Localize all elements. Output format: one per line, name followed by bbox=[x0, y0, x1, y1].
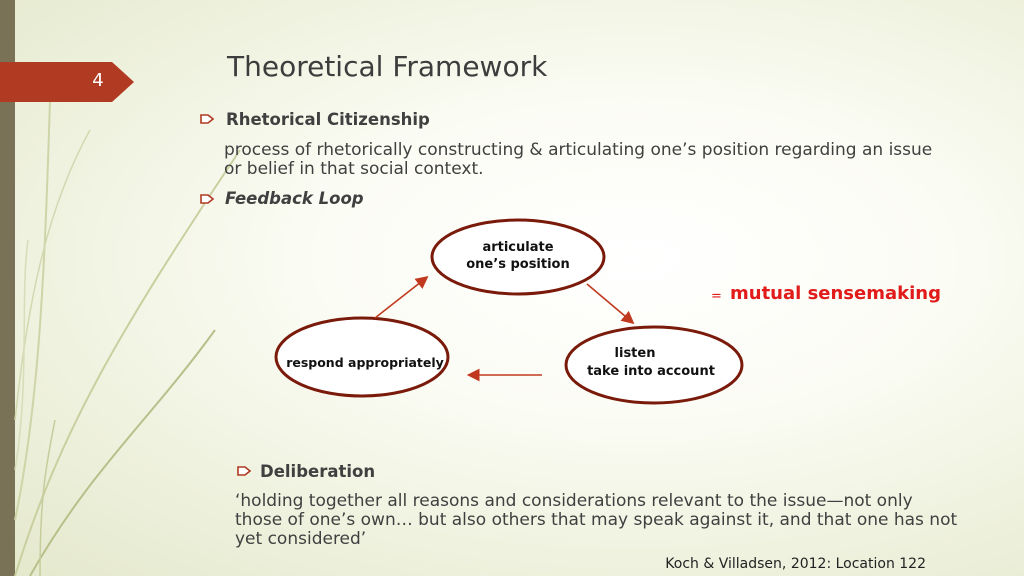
node-listen-label-line1: listen bbox=[614, 346, 656, 361]
node-listen-label-line2: take into account bbox=[587, 364, 715, 379]
deliberation-quote: ‘holding together all reasons and consid… bbox=[235, 491, 958, 549]
left-border-bar bbox=[0, 0, 15, 576]
decorative-curves bbox=[14, 99, 241, 576]
equals-sign: = bbox=[711, 289, 722, 304]
node-articulate-label-line1: articulate bbox=[482, 240, 554, 255]
bullet-deliberation: Deliberation bbox=[260, 462, 376, 481]
node-respond-label: respond appropriately bbox=[286, 355, 444, 370]
arrow-respond-to-articulate bbox=[374, 276, 429, 319]
bullet-arrow-icon bbox=[200, 114, 214, 124]
mutual-sensemaking-label: mutual sensemaking bbox=[730, 283, 941, 304]
citation: Koch & Villadsen, 2012: Location 122 bbox=[665, 556, 926, 572]
bullet-arrow-icon bbox=[200, 194, 214, 204]
bullet-feedback-loop: Feedback Loop bbox=[225, 189, 364, 208]
slide-title: Theoretical Framework bbox=[227, 50, 548, 83]
rhetorical-citizenship-definition: process of rhetorically constructing & a… bbox=[224, 140, 933, 179]
bullet-arrow-icon bbox=[237, 466, 251, 476]
node-articulate-label-line2: one’s position bbox=[466, 257, 570, 272]
slide-number: 4 bbox=[92, 70, 104, 91]
bullet-rhetorical-citizenship: Rhetorical Citizenship bbox=[226, 110, 430, 129]
slide-number-tab bbox=[0, 62, 134, 102]
arrow-articulate-to-listen bbox=[586, 283, 635, 325]
